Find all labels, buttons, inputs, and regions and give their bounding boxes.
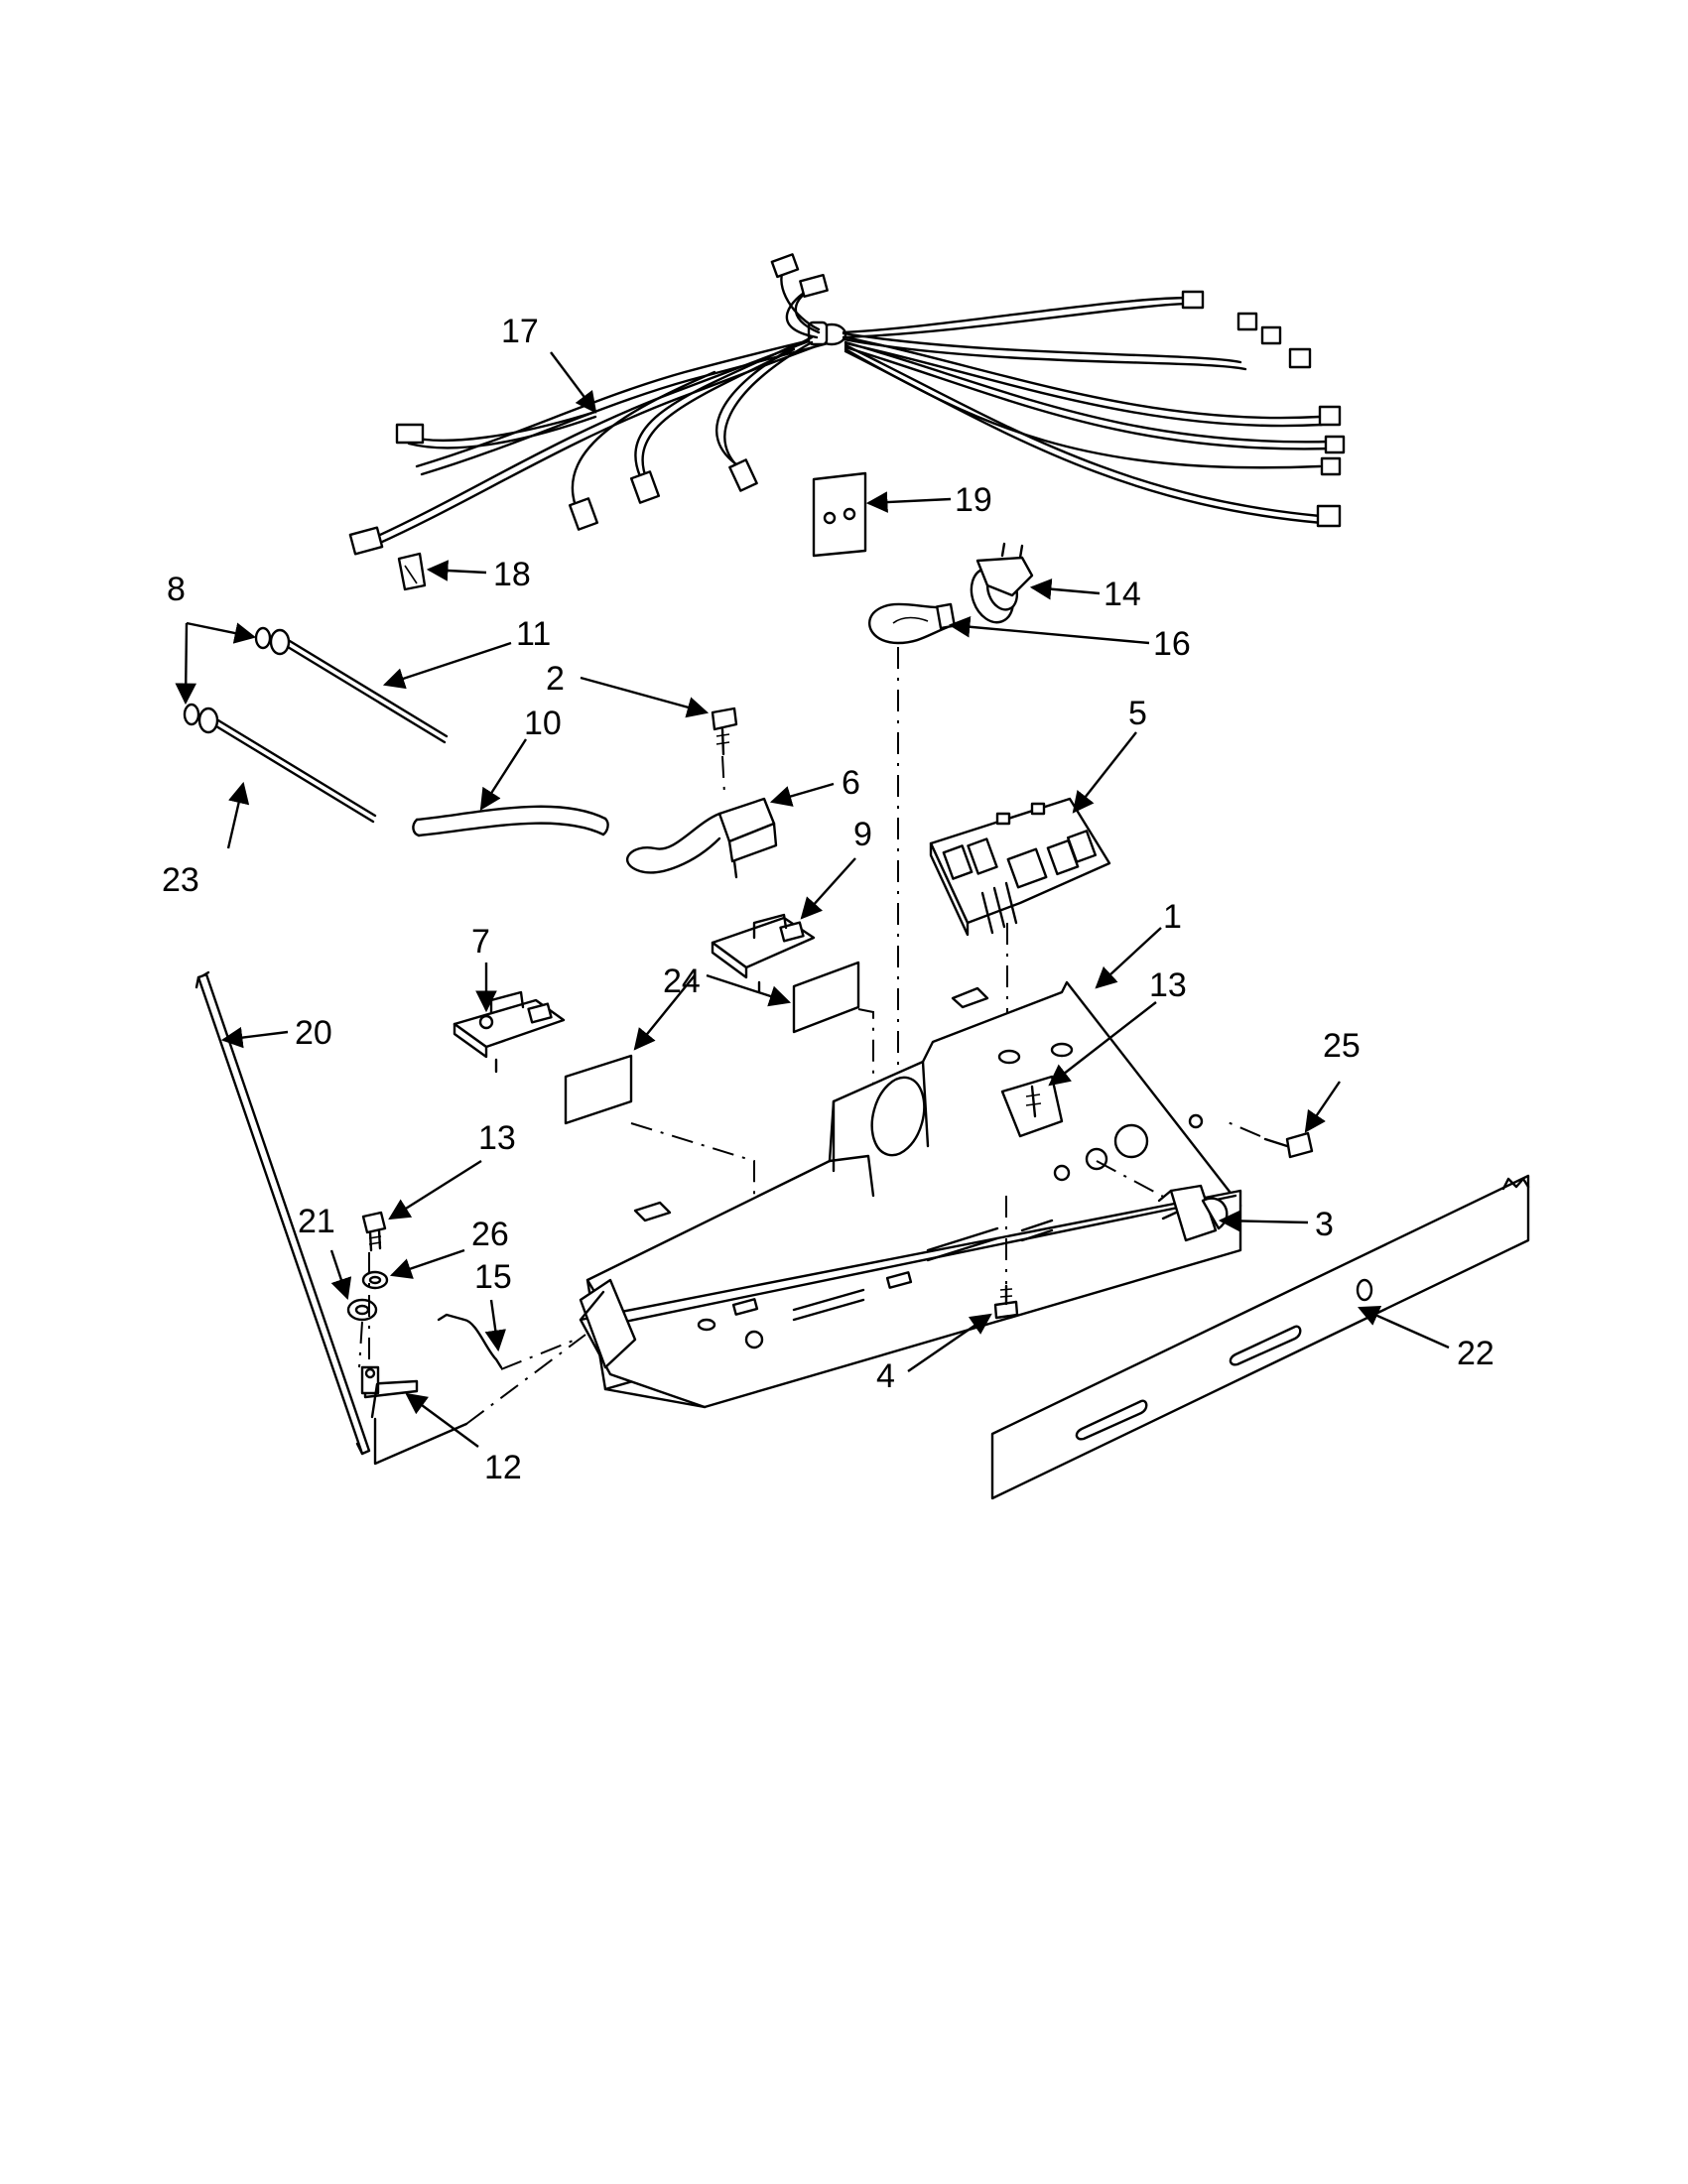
part-18-clip <box>397 552 427 591</box>
assembly-line <box>358 1321 363 1368</box>
part-11-rod <box>286 639 449 744</box>
part-8-grommets <box>183 626 291 734</box>
assembly-line <box>373 1417 468 1466</box>
part-6-switch <box>626 797 778 879</box>
callout-20: 20 <box>295 1014 332 1052</box>
part-20-strip <box>195 970 371 1456</box>
part-5-control-board <box>929 797 1111 937</box>
callout-21: 21 <box>298 1203 335 1240</box>
part-13-screw-housing <box>1000 1075 1064 1138</box>
part-14-lamp-socket <box>970 542 1034 624</box>
part-23-rod <box>214 718 377 824</box>
assembly-line <box>1225 1120 1261 1137</box>
callout-24: 24 <box>663 963 701 1000</box>
part-1-control-housing <box>579 980 1242 1409</box>
callout-26: 26 <box>471 1216 509 1253</box>
callout-22: 22 <box>1457 1335 1494 1372</box>
callout-9: 9 <box>853 816 872 853</box>
callout-23: 23 <box>162 861 199 899</box>
leader-lines <box>175 351 1450 1448</box>
callout-16: 16 <box>1153 625 1191 663</box>
assembly-line <box>1096 1160 1172 1202</box>
callout-17: 17 <box>501 313 539 350</box>
part-19-mounting-block <box>812 471 867 558</box>
part-7-bracket <box>453 990 566 1074</box>
part-10-tube <box>412 805 609 837</box>
callout-13-housing: 13 <box>1149 966 1187 1004</box>
part-15-spring <box>437 1313 503 1369</box>
callout-14: 14 <box>1104 576 1141 613</box>
wire-harness <box>348 253 1346 556</box>
part-2-screw <box>711 707 738 756</box>
callout-11: 11 <box>516 615 551 653</box>
callout-7: 7 <box>471 923 490 961</box>
part-26-washer <box>361 1270 389 1290</box>
part-25-screw <box>1263 1131 1314 1159</box>
callout-25: 25 <box>1323 1027 1361 1065</box>
part-12-hinge <box>360 1365 419 1419</box>
callout-3: 3 <box>1315 1206 1334 1243</box>
part-16-bulb <box>867 602 957 645</box>
callout-6: 6 <box>842 764 860 802</box>
callout-5: 5 <box>1128 695 1147 732</box>
callout-labels: 17 19 18 14 16 8 11 2 10 23 6 5 9 7 24 1… <box>162 313 1494 1486</box>
callout-19: 19 <box>955 481 992 519</box>
assembly-line <box>721 755 725 795</box>
part-21-washer <box>346 1298 378 1322</box>
callout-4: 4 <box>876 1357 895 1395</box>
part-13-screw-hinge <box>361 1211 387 1252</box>
callout-13-hinge: 13 <box>478 1119 516 1157</box>
callout-18: 18 <box>493 556 531 593</box>
callout-15: 15 <box>474 1258 512 1296</box>
callout-8: 8 <box>167 571 186 608</box>
part-22-trim-panel <box>990 1174 1530 1500</box>
assembly-line <box>500 1339 577 1370</box>
callout-10: 10 <box>524 705 562 742</box>
assembly-line <box>465 1334 586 1425</box>
part-4-screw <box>993 1284 1019 1320</box>
callout-1: 1 <box>1163 898 1182 936</box>
callout-12: 12 <box>484 1449 522 1486</box>
part-24-labels <box>564 961 860 1125</box>
part-9-bracket <box>711 913 816 994</box>
callout-2: 2 <box>546 660 565 698</box>
